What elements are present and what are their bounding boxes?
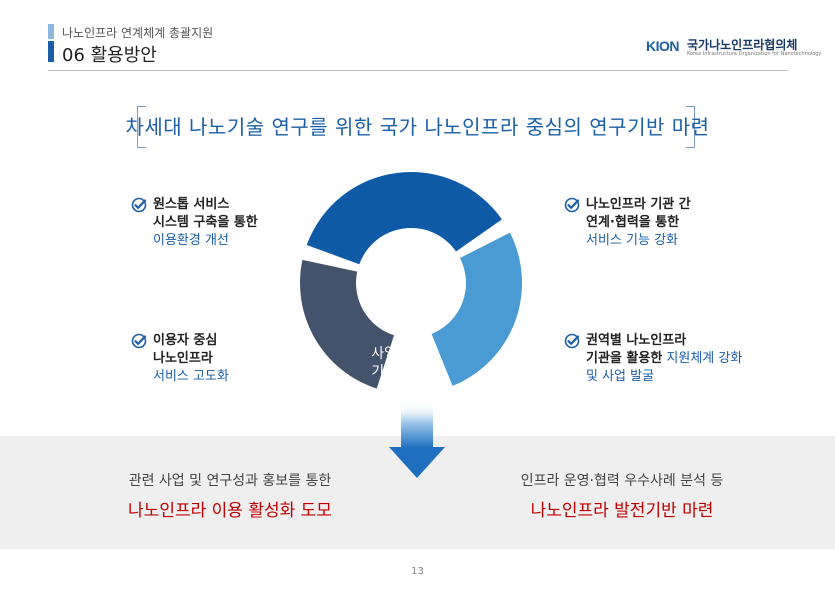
logo-mark: KION — [646, 38, 680, 54]
bullet-line: 연계·협력을 통한 — [586, 215, 680, 230]
page-title: 06 활용방안 — [62, 45, 157, 66]
segment-onestop-service-label: 서비스 — [324, 233, 363, 249]
headline-bracket-right — [686, 106, 695, 148]
headline: 차세대 나노기술 연구를 위한 국가 나노인프라 중심의 연구기반 마련 — [125, 115, 710, 139]
kion-logo: KION 국가나노인프라협의체 Korea Infrastructure Org… — [646, 34, 821, 62]
segment-onestop-service-label: 시스템 — [324, 251, 363, 267]
segment-onestop-service — [300, 259, 395, 389]
segment-onestop-service-label: 원스톱 — [324, 215, 363, 231]
bullet-line: 권역별 나노인프라 — [586, 333, 687, 348]
section-subtitle: 나노인프라 연계체계 총괄지원 — [62, 26, 214, 40]
header-accent-bar-bottom — [48, 41, 54, 62]
logo-name: 국가나노인프라협의체 — [687, 38, 798, 52]
bullet-line: 서비스 고도화 — [153, 369, 229, 384]
segment-knci-operation-label: 운영 — [484, 280, 510, 296]
bullet-line: 시스템 구축을 통한 — [153, 215, 258, 230]
summary-left-caption: 관련 사업 및 연구성과 홍보를 통한 — [128, 473, 332, 489]
check-icon — [131, 333, 147, 349]
summary-right: 인프라 운영·협력 우수사례 분석 등 나노인프라 발전기반 마련 — [472, 470, 772, 521]
bullet-line: 원스톱 서비스 — [153, 197, 230, 212]
bullet-line-part: 지원체계 강화 — [662, 351, 743, 366]
bullet-line: 이용자 중심 — [153, 333, 218, 348]
bullet-line: 이용환경 개선 — [153, 233, 229, 248]
bullet-line: 서비스 기능 강화 — [586, 233, 678, 248]
summary-right-goal: 나노인프라 발전기반 마련 — [530, 501, 714, 521]
bullet-line-part: 기관을 활용한 — [586, 351, 663, 366]
segment-knci-operation — [306, 172, 502, 265]
bullet-line: 및 사업 발굴 — [586, 369, 655, 384]
check-icon — [131, 197, 147, 213]
logo-subname: Korea Infrastructure Organization for Na… — [687, 51, 822, 57]
header-divider — [48, 70, 788, 71]
page-number: 13 — [411, 566, 424, 577]
segment-project-support-label: 기반업무 — [371, 364, 423, 380]
summary-left: 관련 사업 및 연구성과 홍보를 통한 나노인프라 이용 활성화 도모 — [80, 470, 380, 521]
bullet-line: 기관을 활용한 지원체계 강화 — [586, 350, 742, 368]
header-accent-bar-top — [48, 24, 54, 39]
segment-project-support-label: 사업수행 — [371, 346, 423, 362]
bullet-line: 나노인프라 기관 간 — [586, 197, 691, 212]
headline-bracket-left — [137, 106, 146, 148]
check-icon — [564, 197, 580, 213]
bullet-line: 나노인프라 — [153, 351, 213, 366]
summary-right-caption: 인프라 운영·협력 우수사례 분석 등 — [520, 473, 724, 489]
header-accent-bar — [48, 24, 54, 62]
check-icon — [564, 333, 580, 349]
segment-knci-operation-label: KNCI — [480, 262, 514, 278]
summary-left-goal: 나노인프라 이용 활성화 도모 — [128, 501, 332, 521]
segment-project-support — [431, 232, 522, 386]
